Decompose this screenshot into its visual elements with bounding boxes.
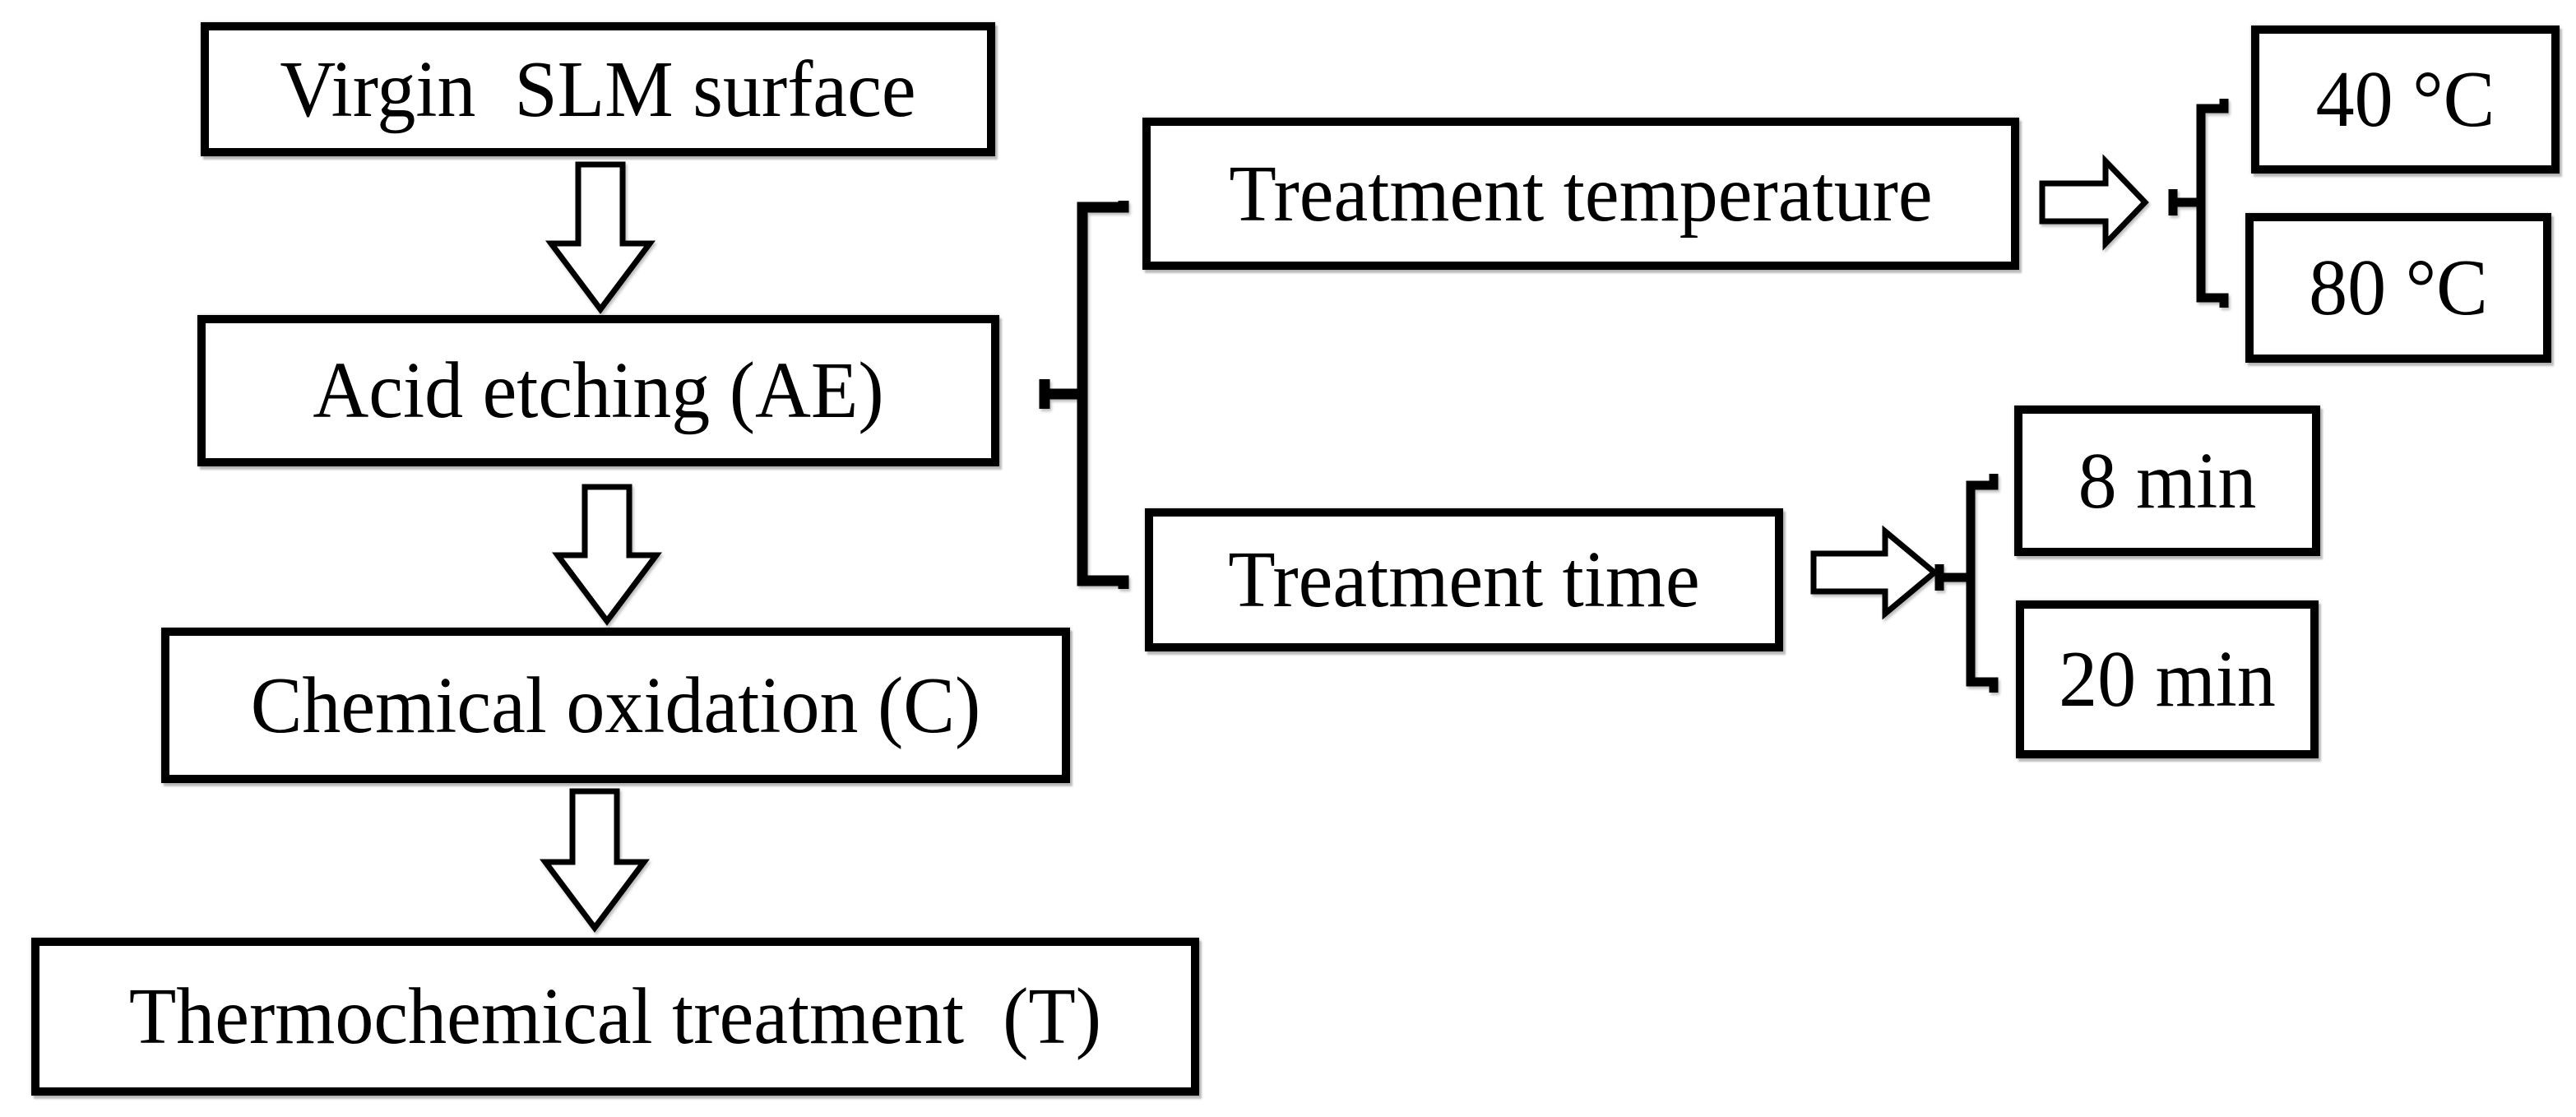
- node-label: 20 min: [2059, 634, 2276, 725]
- time-options-brace-icon: [1934, 474, 1999, 693]
- right-arrow-temperature-icon: [2039, 154, 2149, 251]
- node-treatment-time: Treatment time: [1145, 508, 1783, 651]
- down-arrow-2-icon: [552, 484, 662, 626]
- node-option-8min: 8 min: [2014, 406, 2320, 556]
- node-label: Treatment time: [1228, 535, 1700, 625]
- node-label: Treatment temperature: [1229, 149, 1933, 239]
- node-label: Acid etching (AE): [313, 345, 884, 436]
- node-label: Thermochemical treatment (T): [128, 971, 1102, 1062]
- down-arrow-3-icon: [540, 788, 650, 933]
- right-arrow-time-icon: [1810, 525, 1939, 620]
- node-treatment-temperature: Treatment temperature: [1142, 118, 2019, 270]
- node-label: 40 °C: [2315, 54, 2495, 145]
- node-option-80c: 80 °C: [2245, 213, 2551, 363]
- node-virgin-slm-surface: Virgin SLM surface: [201, 22, 995, 156]
- node-option-40c: 40 °C: [2251, 25, 2560, 174]
- down-arrow-1-icon: [545, 161, 656, 314]
- node-label: Virgin SLM surface: [280, 44, 916, 134]
- node-label: Chemical oxidation (C): [250, 660, 981, 750]
- temperature-options-brace-icon: [2168, 99, 2229, 308]
- acid-parameters-brace-icon: [1039, 201, 1129, 589]
- node-chemical-oxidation: Chemical oxidation (C): [161, 628, 1070, 783]
- node-thermochemical-treatment: Thermochemical treatment (T): [31, 938, 1199, 1096]
- node-label: 80 °C: [2309, 243, 2488, 333]
- node-label: 8 min: [2078, 436, 2257, 526]
- node-acid-etching: Acid etching (AE): [197, 315, 999, 466]
- node-option-20min: 20 min: [2016, 600, 2319, 758]
